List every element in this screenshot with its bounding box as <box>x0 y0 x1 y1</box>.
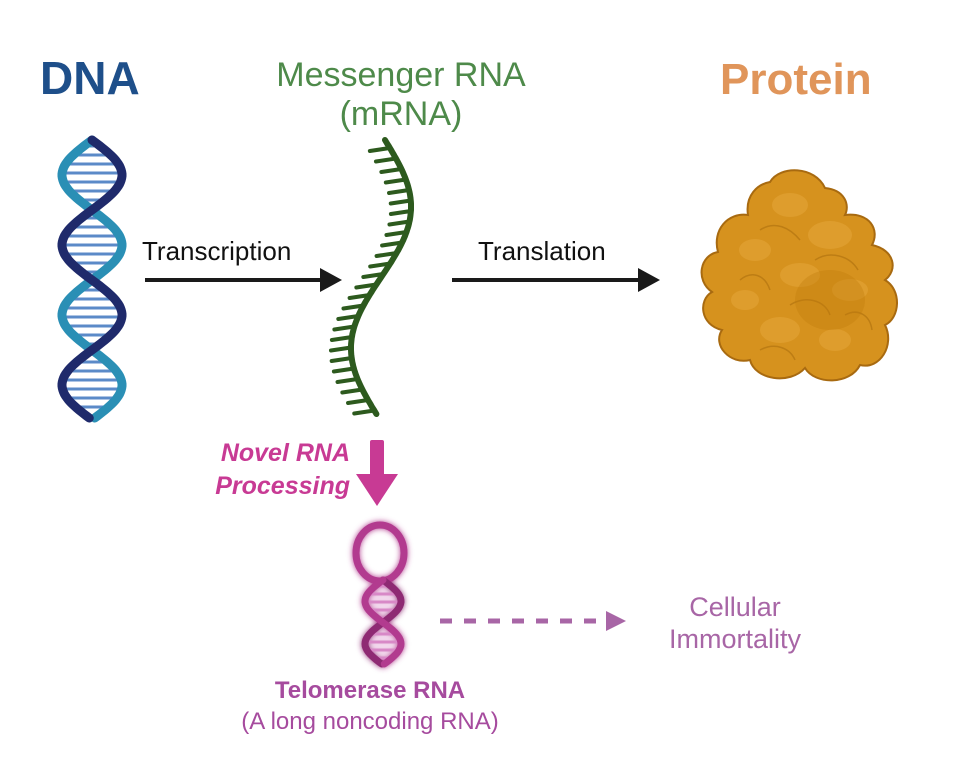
dna-double-helix-icon <box>57 135 127 423</box>
telomerase-line2: (A long noncoding RNA) <box>241 708 499 736</box>
telomerase-rna-hairpin-icon <box>352 521 408 668</box>
novel-line2: Processing <box>215 471 350 500</box>
mrna-title-line2: (mRNA) <box>339 95 463 134</box>
mrna-title-line1: Messenger RNA <box>276 56 526 94</box>
cellular-immortality-label: Cellular Immortality <box>635 591 835 656</box>
novel-rna-processing-label: Novel RNA Processing <box>178 437 350 502</box>
translation-label: Translation <box>478 236 606 266</box>
translation-arrow <box>452 268 660 292</box>
dna-title: DNA <box>40 52 140 104</box>
protein-title: Protein <box>720 55 872 104</box>
mrna-title: Messenger RNA (mRNA) <box>236 56 566 134</box>
processing-arrow <box>356 440 398 506</box>
novel-line1: Novel RNA <box>220 439 350 467</box>
outcome-line1: Cellular <box>689 592 781 622</box>
telomerase-line1: Telomerase RNA <box>274 677 466 704</box>
protein-blob-icon <box>700 169 898 382</box>
outcome-line2: Immortality <box>668 624 801 655</box>
transcription-arrow <box>145 268 342 292</box>
transcription-label: Transcription <box>142 236 292 266</box>
mrna-strand-icon <box>328 137 414 417</box>
telomerase-label: Telomerase RNA (A long noncoding RNA) <box>200 675 540 737</box>
dashed-arrow <box>440 611 626 631</box>
